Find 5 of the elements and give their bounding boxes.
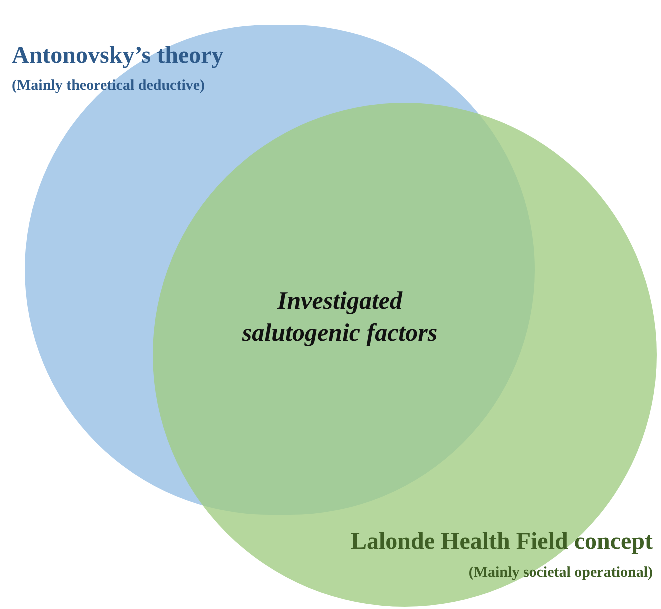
overlap-label: Investigated salutogenic factors <box>241 287 439 349</box>
circle-title: Lalonde Health Field concept <box>350 528 653 557</box>
circle-subtitle: (Mainly theoretical deductive) <box>12 77 206 96</box>
circle-title: Antonovsky’s theory <box>12 42 225 71</box>
circle-subtitle: (Mainly societal operational) <box>468 564 653 583</box>
